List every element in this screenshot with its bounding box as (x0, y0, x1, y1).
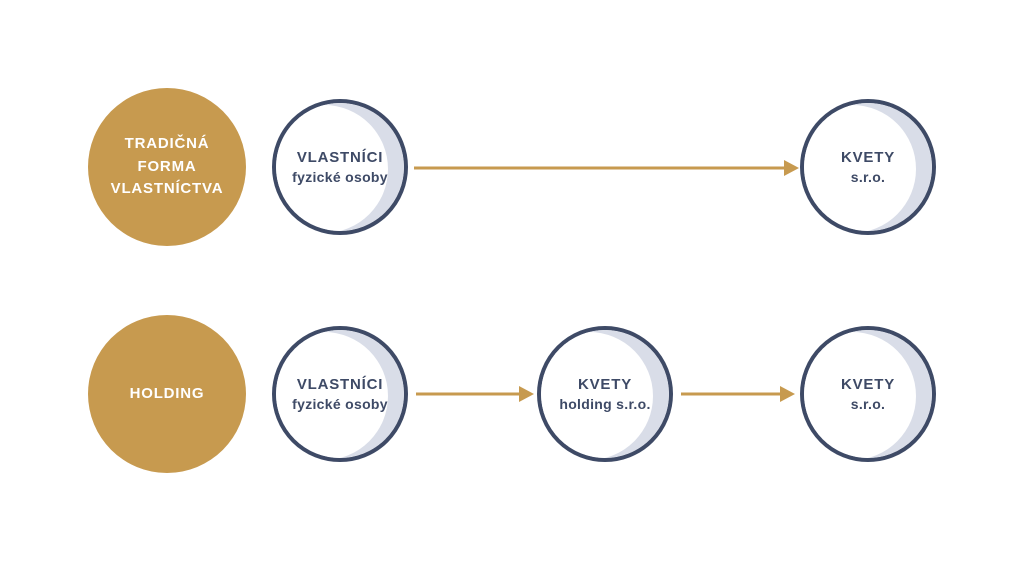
node-kvety-holding: KVETY holding s.r.o. (537, 326, 673, 462)
node-title: KVETY (577, 376, 632, 393)
node-kvety-sro-traditional: KVETY s.r.o. (800, 99, 936, 235)
node-title: KVETY (840, 376, 895, 393)
node-subtitle: s.r.o. (850, 169, 886, 185)
node-title: KVETY (840, 149, 895, 166)
node-subtitle: holding s.r.o. (559, 396, 651, 412)
node-owners-traditional: VLASTNÍCI fyzické osoby (272, 99, 408, 235)
moon-crescent-shape (276, 103, 404, 231)
node-subtitle: fyzické osoby (292, 396, 388, 412)
node-owners-holding: VLASTNÍCI fyzické osoby (272, 326, 408, 462)
node-subtitle: s.r.o. (850, 396, 886, 412)
node-subtitle: fyzické osoby (292, 169, 388, 185)
category-circle-traditional: TRADIČNÁ FORMA VLASTNÍCTVA (88, 88, 246, 246)
arrow-owners-to-holding (416, 386, 534, 402)
node-title: VLASTNÍCI (296, 149, 384, 166)
moon-crescent-shape (276, 330, 404, 458)
category-label-traditional: TRADIČNÁ FORMA VLASTNÍCTVA (110, 135, 224, 198)
moon-crescent-shape (804, 330, 932, 458)
node-title: VLASTNÍCI (296, 376, 384, 393)
arrow-owners-to-kvety-traditional (414, 160, 799, 176)
category-circle-holding: HOLDING (88, 315, 246, 473)
node-kvety-sro-holding: KVETY s.r.o. (800, 326, 936, 462)
category-label-holding: HOLDING (129, 384, 205, 402)
arrow-holding-to-kvety (681, 386, 795, 402)
moon-crescent-shape (804, 103, 932, 231)
moon-crescent-shape (541, 330, 669, 458)
